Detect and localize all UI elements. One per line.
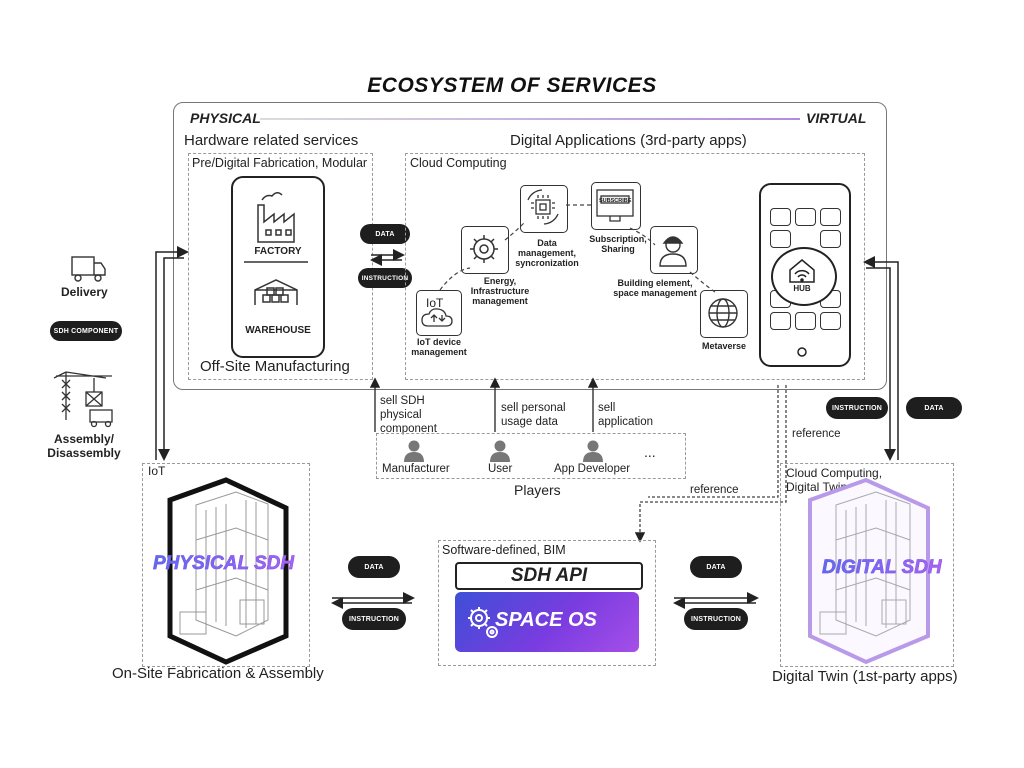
subscription-node-box <box>591 182 641 230</box>
cloud-digital-twin-label: Cloud Computing, Digital Twin <box>786 466 883 494</box>
subscription-sharing-label: Subscription, Sharing <box>589 234 647 254</box>
ecosystem-frame <box>173 102 887 390</box>
physical-label: PHYSICAL <box>190 110 261 126</box>
sdh-component-pill: SDH COMPONENT <box>50 321 122 341</box>
factory-label: FACTORY <box>254 246 302 257</box>
space-os-label: SPACE OS <box>495 609 597 631</box>
cloud-computing-label: Cloud Computing <box>410 156 507 170</box>
reference-label-center: reference <box>690 484 739 496</box>
delivery-truck-icon <box>71 256 106 282</box>
data-pill-right: DATA <box>906 397 962 419</box>
gears-icon <box>468 607 498 638</box>
crane-icon <box>53 371 113 428</box>
subscribe-screen-text: SUBSCRIBE <box>599 198 632 204</box>
app-tile <box>770 312 791 330</box>
digital-sdh-title: DIGITAL SDH <box>822 557 942 579</box>
app-tile <box>820 208 841 226</box>
space-os-box: SPACE OS <box>455 592 639 652</box>
hardware-services-title: Hardware related services <box>184 132 359 149</box>
assembly-disassembly-label: Assembly/ Disassembly <box>47 432 121 460</box>
physical-virtual-gradient-line <box>260 118 800 120</box>
player-more: ... <box>644 444 656 460</box>
sdh-api-box: SDH API <box>455 562 643 590</box>
instruction-pill-left: INSTRUCTION <box>342 608 406 630</box>
data-pill-top: DATA <box>360 224 410 244</box>
off-site-manufacturing-label: Off-Site Manufacturing <box>200 358 350 375</box>
energy-node-box <box>461 226 509 274</box>
instruction-pill-right: INSTRUCTION <box>826 397 888 419</box>
players-title: Players <box>514 482 561 498</box>
app-tile <box>795 312 816 330</box>
app-tile <box>820 312 841 330</box>
instruction-pill-center-right: INSTRUCTION <box>684 608 748 630</box>
sell-usage-label: sell personal usage data <box>501 402 566 428</box>
players-box <box>376 433 686 479</box>
diagram-title: ECOSYSTEM OF SERVICES <box>367 74 657 97</box>
hardware-services-subtitle: Pre/Digital Fabrication, Modular <box>192 156 368 170</box>
data-node-box <box>520 185 568 233</box>
energy-infrastructure-label: Energy, Infrastructure management <box>470 276 530 306</box>
iot-node-icon-text: IoT <box>426 296 444 310</box>
digital-apps-title: Digital Applications (3rd-party apps) <box>510 132 747 149</box>
player-manufacturer: Manufacturer <box>382 463 450 475</box>
physical-sdh-title: PHYSICAL SDH <box>153 553 295 575</box>
hub-circle <box>771 247 837 306</box>
on-site-fabrication-label: On-Site Fabrication & Assembly <box>112 665 324 682</box>
warehouse-label: WAREHOUSE <box>245 325 311 336</box>
data-pill-left: DATA <box>348 556 400 578</box>
virtual-label: VIRTUAL <box>806 110 867 126</box>
building-node-box <box>650 226 698 274</box>
reference-label-right: reference <box>792 428 841 440</box>
app-tile <box>770 208 791 226</box>
sell-application-label: sell application <box>598 402 653 428</box>
software-defined-label: Software-defined, BIM <box>442 543 566 557</box>
instruction-pill-top: INSTRUCTION <box>358 268 412 288</box>
iot-device-management-label: IoT device management <box>411 337 467 357</box>
player-user: User <box>488 463 513 475</box>
data-pill-center-right: DATA <box>690 556 742 578</box>
factory-device-frame <box>231 176 325 358</box>
app-tile <box>795 208 816 226</box>
app-tile <box>770 230 791 248</box>
iot-label: IoT <box>148 464 166 478</box>
software-defined-box <box>438 540 656 666</box>
player-app-developer: App Developer <box>554 463 631 475</box>
physical-sdh-box <box>142 463 310 667</box>
sell-component-label: sell SDH physical component <box>380 395 437 435</box>
delivery-label: Delivery <box>61 285 108 299</box>
hub-label: HUB <box>793 284 811 293</box>
building-element-label: Building element, space management <box>613 278 697 298</box>
data-management-label: Data management, syncronization <box>515 238 579 268</box>
digital-twin-label: Digital Twin (1st-party apps) <box>772 668 958 685</box>
hardware-services-box <box>188 153 373 380</box>
digital-sdh-box <box>780 463 954 667</box>
metaverse-node-box <box>700 290 748 338</box>
app-tile <box>820 230 841 248</box>
metaverse-label: Metaverse <box>701 341 747 351</box>
